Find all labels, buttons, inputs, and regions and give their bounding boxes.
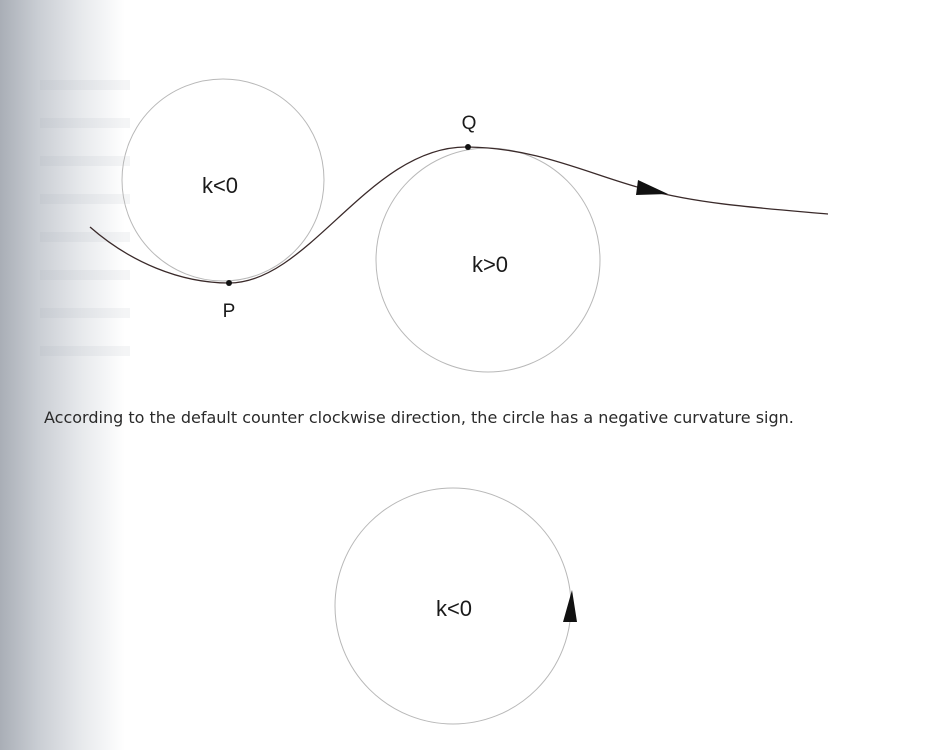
plane-curve: [89, 146, 829, 284]
bottom-circle-curvature-label: k<0: [436, 596, 472, 621]
point-p-label: P: [223, 301, 236, 322]
point-p-marker: [226, 280, 232, 286]
left-circle-curvature-label: k<0: [202, 173, 238, 198]
curve-direction-arrow: [636, 180, 668, 195]
point-q-marker: [465, 144, 471, 150]
osculating-circle-left: [121, 78, 325, 282]
page-binding-shadow: [0, 0, 125, 750]
counter-clockwise-arrow: [563, 590, 577, 622]
right-circle-curvature-label: k>0: [472, 252, 508, 277]
figure-caption: According to the default counter clockwi…: [44, 408, 794, 427]
point-q-label: Q: [462, 113, 477, 134]
bleed-through-text: [40, 60, 130, 360]
